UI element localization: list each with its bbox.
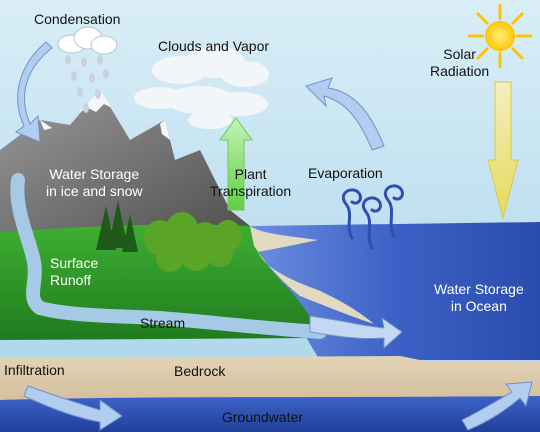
mountain-range	[0, 90, 250, 240]
groundwater-label: Groundwater	[222, 409, 303, 425]
surface-runoff-label: Surface Runoff	[50, 255, 99, 288]
forest	[144, 212, 242, 272]
plant-transpiration-label: Plant Transpiration	[210, 166, 292, 199]
water-storage-ice-label: Water Storage in ice and snow	[46, 166, 143, 199]
infiltration-label: Infiltration	[4, 362, 65, 378]
plant-transpiration-arrow	[219, 117, 253, 211]
sun-icon	[468, 4, 532, 68]
evaporation-swirls	[341, 184, 404, 250]
stream-label: Stream	[140, 315, 186, 331]
evaporation-label: Evaporation	[308, 165, 383, 181]
condensation-cloud	[57, 26, 118, 55]
clouds-vapor-label: Clouds and Vapor	[158, 38, 270, 54]
solar-radiation-label: Solar Radiation	[430, 46, 490, 79]
water-storage-ocean-label: Water Storage in Ocean	[434, 281, 524, 314]
groundwater-layer	[0, 396, 540, 432]
groundwater-arrow	[461, 381, 533, 431]
beach	[250, 226, 374, 324]
condensation-label: Condensation	[34, 11, 121, 27]
surface-runoff	[10, 173, 327, 339]
bedrock-label: Bedrock	[174, 363, 226, 379]
solar-arrow	[487, 81, 519, 220]
evaporation-arrow	[305, 77, 385, 151]
raindrops	[65, 55, 109, 113]
pine-trees	[96, 200, 138, 252]
snow-caps	[40, 90, 170, 140]
condensation-arrow	[15, 41, 53, 143]
clouds-vapor	[134, 46, 269, 129]
infiltration-arrow	[23, 385, 123, 431]
ocean-arrow	[309, 315, 403, 350]
